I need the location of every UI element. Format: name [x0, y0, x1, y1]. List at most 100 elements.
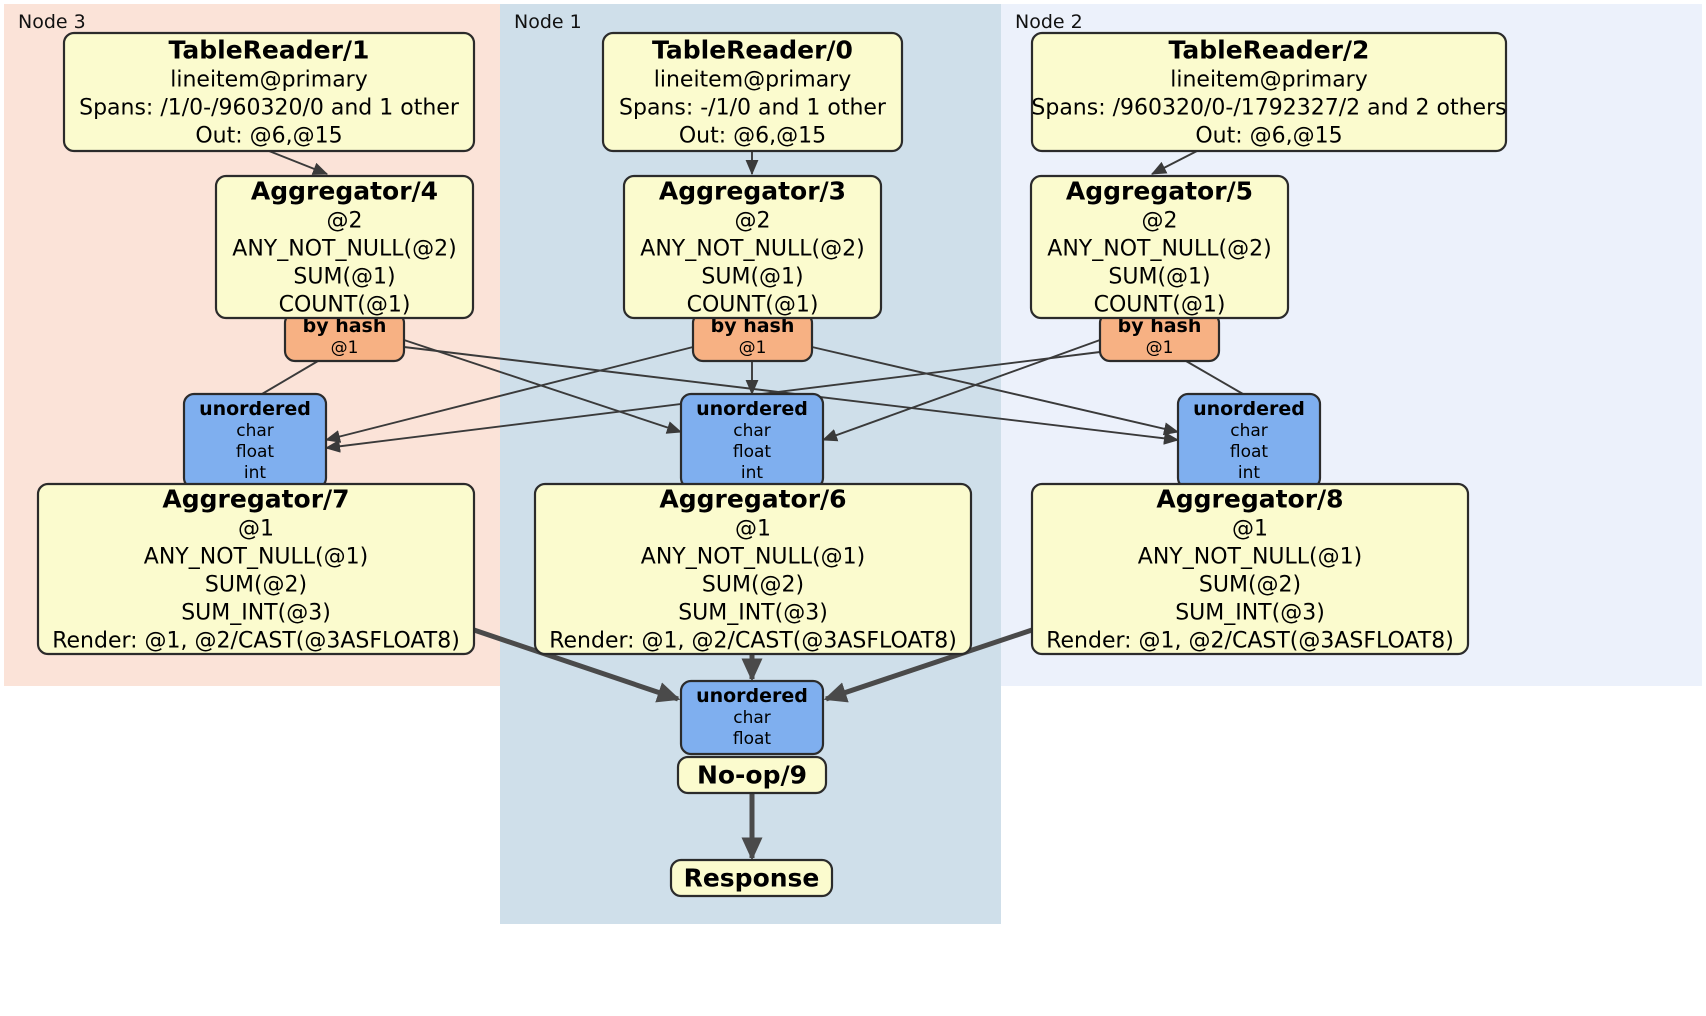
synchronizer-title: unordered	[696, 398, 808, 420]
processor-title: TableReader/2	[1169, 36, 1370, 65]
processor-line: @1	[735, 517, 771, 542]
processor-line: SUM(@1)	[701, 265, 803, 290]
processor-line: SUM(@1)	[293, 265, 395, 290]
processor-title: Aggregator/4	[251, 177, 438, 206]
processor-line: Spans: -/1/0 and 1 other	[619, 96, 887, 121]
processor-line: Out: @6,@15	[679, 124, 826, 149]
processor-title: No-op/9	[697, 761, 807, 790]
edge-byhash5-unordered8	[1185, 360, 1244, 395]
edge-agg8-unordered9	[823, 627, 1033, 703]
processor-line: lineitem@primary	[654, 68, 852, 93]
processor-line: SUM(@2)	[1199, 573, 1301, 598]
processor-line: @2	[735, 209, 771, 234]
synchronizer-line: int	[244, 463, 266, 483]
edge-byhash4-unordered7	[261, 360, 319, 395]
synchronizer-line: char	[1230, 421, 1268, 441]
processor-line: lineitem@primary	[1170, 68, 1368, 93]
hash-router-line: @1	[331, 338, 359, 358]
processor-line: ANY_NOT_NULL(@1)	[641, 545, 865, 570]
processor-line: SUM_INT(@3)	[181, 601, 331, 626]
processor-line: Render: @1, @2/CAST(@3ASFLOAT8)	[52, 629, 460, 654]
hash-router-line: @1	[739, 338, 767, 358]
processor-title: Aggregator/7	[162, 485, 349, 514]
synchronizer-line: float	[236, 442, 275, 462]
hash-router-line: @1	[1146, 338, 1174, 358]
processor-line: Render: @1, @2/CAST(@3ASFLOAT8)	[1046, 629, 1454, 654]
processor-line: ANY_NOT_NULL(@2)	[640, 237, 864, 262]
processor-line: Out: @6,@15	[195, 124, 342, 149]
hash-router-title: by hash	[711, 315, 795, 337]
synchronizer-line: char	[733, 708, 771, 728]
synchronizer-line: float	[733, 729, 772, 749]
edge-tr1-agg4	[268, 150, 329, 175]
processor-noop9[interactable]: No-op/9	[676, 755, 828, 795]
processor-line: ANY_NOT_NULL(@1)	[144, 545, 368, 570]
processor-line: lineitem@primary	[170, 68, 368, 93]
synchronizer-line: int	[741, 463, 763, 483]
processor-line: ANY_NOT_NULL(@1)	[1138, 545, 1362, 570]
processor-title: Aggregator/3	[659, 177, 846, 206]
processor-title: TableReader/1	[169, 36, 370, 65]
node-panel-label: Node 1	[514, 11, 582, 33]
processor-line: ANY_NOT_NULL(@2)	[232, 237, 456, 262]
hash-router-byhash4[interactable]: by hash@1	[283, 311, 406, 363]
processor-title: Response	[684, 864, 820, 893]
edge-byhash3-unordered7	[324, 346, 694, 443]
synchronizer-title: unordered	[1193, 398, 1305, 420]
processor-title: Aggregator/5	[1066, 177, 1253, 206]
synchronizer-line: int	[1238, 463, 1260, 483]
hash-router-title: by hash	[1118, 315, 1202, 337]
processor-line: Out: @6,@15	[1195, 124, 1342, 149]
processor-line: SUM_INT(@3)	[1175, 601, 1325, 626]
processor-line: ANY_NOT_NULL(@2)	[1047, 237, 1271, 262]
synchronizer-title: unordered	[696, 685, 808, 707]
processor-line: @2	[1142, 209, 1178, 234]
edge-byhash3-unordered8	[811, 346, 1180, 436]
processor-line: SUM(@2)	[205, 573, 307, 598]
processor-line: @1	[1232, 517, 1268, 542]
processor-line: SUM(@1)	[1108, 265, 1210, 290]
synchronizer-title: unordered	[199, 398, 311, 420]
processor-title: Aggregator/8	[1156, 485, 1343, 514]
processor-line: @2	[327, 209, 363, 234]
processor-line: @1	[238, 517, 274, 542]
node-panel-label: Node 3	[18, 11, 86, 33]
processor-line: Spans: /960320/0-/1792327/2 and 2 others	[1031, 96, 1506, 121]
hash-router-byhash5[interactable]: by hash@1	[1098, 311, 1221, 363]
hash-router-byhash3[interactable]: by hash@1	[691, 311, 814, 363]
processor-boxes: unorderedcharfloatintunorderedcharfloati…	[36, 31, 1508, 898]
processor-line: Spans: /1/0-/960320/0 and 1 other	[79, 96, 460, 121]
edge-agg7-unordered9	[473, 627, 681, 703]
processor-line: Render: @1, @2/CAST(@3ASFLOAT8)	[549, 629, 957, 654]
processor-line: SUM_INT(@3)	[678, 601, 828, 626]
hash-router-title: by hash	[303, 315, 387, 337]
synchronizer-line: float	[733, 442, 772, 462]
processor-title: Aggregator/6	[659, 485, 846, 514]
synchronizer-line: char	[733, 421, 771, 441]
processor-response[interactable]: Response	[669, 858, 834, 898]
processor-line: COUNT(@1)	[279, 293, 411, 318]
synchronizer-line: float	[1230, 442, 1269, 462]
synchronizer-line: char	[236, 421, 274, 441]
processor-line: COUNT(@1)	[1094, 293, 1226, 318]
edges	[261, 150, 1244, 861]
node-panel-label: Node 2	[1015, 11, 1083, 33]
processor-title: TableReader/0	[652, 36, 853, 65]
processor-line: COUNT(@1)	[687, 293, 819, 318]
processor-line: SUM(@2)	[702, 573, 804, 598]
